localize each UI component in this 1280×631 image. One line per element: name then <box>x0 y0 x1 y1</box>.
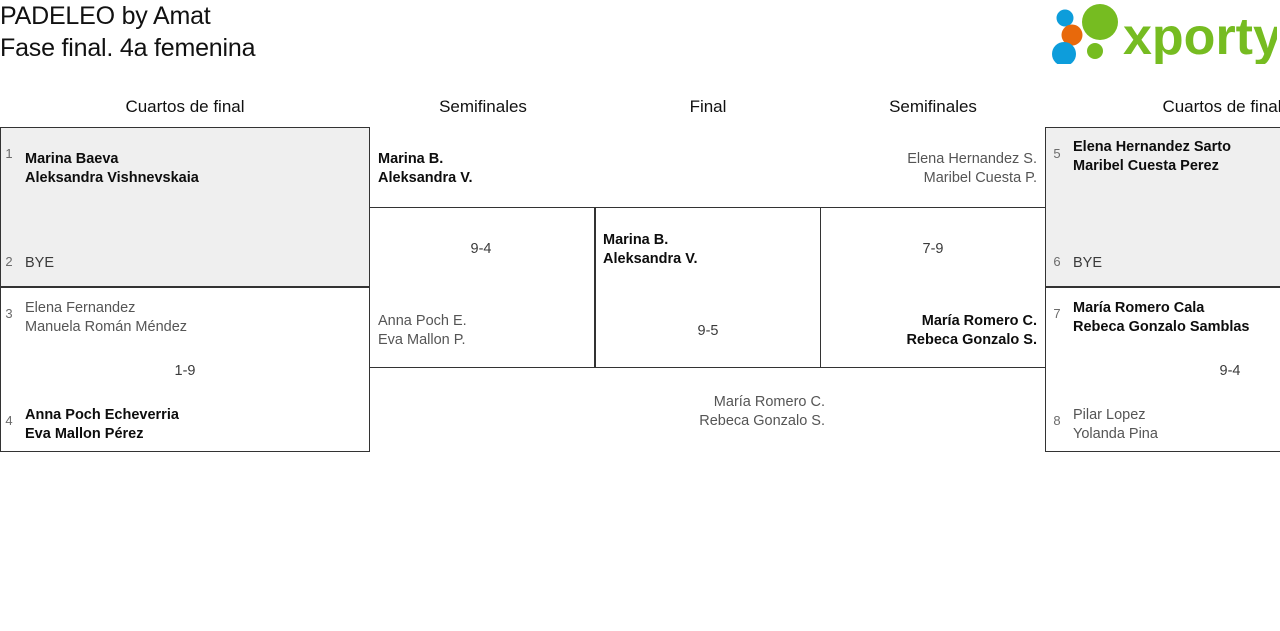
team-qf4-bottom-player2: Yolanda Pina <box>1073 426 1158 442</box>
score-qf2: 1-9 <box>174 363 196 379</box>
score-sf-right: 7-9 <box>922 241 944 257</box>
team-qf2-bottom: Anna Poch Echeverria Eva Mallon Pérez <box>25 406 179 444</box>
seed-number-7: 7 <box>1053 306 1061 321</box>
team-qf3-top: Elena Hernandez Sarto Maribel Cuesta Per… <box>1073 138 1231 176</box>
team-final-top-player1: Marina B. <box>603 232 669 248</box>
logo-wordmark: xporty <box>1123 8 1277 64</box>
team-qf3-bottom: BYE <box>1073 254 1102 273</box>
team-sf-left-top: Marina B. Aleksandra V. <box>378 150 473 188</box>
tournament-name: PADELEO by Amat <box>0 2 211 30</box>
match-box-qf1[interactable] <box>0 127 370 287</box>
logo-dot-green-small <box>1087 43 1103 59</box>
seed-number-3: 3 <box>5 306 13 321</box>
match-box-final[interactable] <box>595 207 821 368</box>
round-header-left-semis: Semifinales <box>439 97 527 116</box>
team-qf2-bottom-player2: Eva Mallon Pérez <box>25 426 144 442</box>
tournament-phase: Fase final. 4a femenina <box>0 34 256 62</box>
team-qf3-top-player2: Maribel Cuesta Perez <box>1073 158 1219 174</box>
team-qf2-top-player2: Manuela Román Méndez <box>25 319 188 335</box>
score-final: 9-5 <box>697 323 719 339</box>
round-header-left-quarters: Cuartos de final <box>125 97 245 116</box>
team-qf4-bottom-player1: Pilar Lopez <box>1073 407 1146 423</box>
team-sf-right-top-player2: Maribel Cuesta P. <box>923 170 1037 186</box>
seed-number-5: 5 <box>1053 146 1061 161</box>
seed-number-8: 8 <box>1053 413 1061 428</box>
team-qf3-top-player1: Elena Hernandez Sarto <box>1073 139 1231 155</box>
score-qf4: 9-4 <box>1219 363 1241 379</box>
team-sf-left-bottom-player1: Anna Poch E. <box>378 313 467 329</box>
logo-dot-blue-small <box>1056 9 1074 27</box>
team-sf-right-bottom-player1: María Romero C. <box>921 313 1037 329</box>
team-qf2-top-player1: Elena Fernandez <box>25 300 136 316</box>
team-sf-right-bottom-player2: Rebeca Gonzalo S. <box>906 332 1037 348</box>
team-sf-right-top: Elena Hernandez S. Maribel Cuesta P. <box>837 150 1037 188</box>
seed-number-4: 4 <box>5 413 13 428</box>
team-qf4-top-player2: Rebeca Gonzalo Samblas <box>1073 319 1250 335</box>
logo-dot-orange <box>1061 24 1083 46</box>
team-final-bottom-player1: María Romero C. <box>713 394 825 410</box>
page-title: PADELEO by Amat Fase final. 4a femenina <box>0 0 700 64</box>
team-qf3-bottom-player1: BYE <box>1073 255 1103 271</box>
team-qf4-top: María Romero Cala Rebeca Gonzalo Samblas <box>1073 299 1249 337</box>
team-qf1-bottom: BYE <box>25 254 54 273</box>
team-qf1-top: Marina Baeva Aleksandra Vishnevskaia <box>25 150 199 188</box>
logo-dot-blue-large <box>1052 42 1076 64</box>
logo-dot-green-large <box>1082 4 1118 40</box>
seed-number-2: 2 <box>5 254 13 269</box>
team-final-bottom-player2: Rebeca Gonzalo S. <box>699 413 825 429</box>
match-box-sf-left[interactable] <box>370 207 595 368</box>
match-box-sf-right[interactable] <box>820 207 1045 368</box>
team-sf-left-top-player1: Marina B. <box>378 151 444 167</box>
team-qf2-top: Elena Fernandez Manuela Román Méndez <box>25 299 187 337</box>
team-qf1-top-player1: Marina Baeva <box>25 151 119 167</box>
team-qf4-top-player1: María Romero Cala <box>1073 300 1205 316</box>
team-final-top-player2: Aleksandra V. <box>603 251 698 267</box>
score-sf-left: 9-4 <box>470 241 492 257</box>
seed-number-6: 6 <box>1053 254 1061 269</box>
match-box-qf3[interactable] <box>1045 127 1280 287</box>
round-header-right-semis: Semifinales <box>889 97 977 116</box>
match-box-qf2[interactable] <box>0 287 370 452</box>
team-sf-left-bottom: Anna Poch E. Eva Mallon P. <box>378 312 467 350</box>
team-qf1-top-player2: Aleksandra Vishnevskaia <box>25 170 199 186</box>
round-header-right-quarters: Cuartos de final <box>1162 97 1280 116</box>
team-sf-left-top-player2: Aleksandra V. <box>378 170 473 186</box>
team-final-top: Marina B. Aleksandra V. <box>603 231 698 269</box>
team-qf1-bottom-player1: BYE <box>25 255 55 271</box>
match-box-qf4[interactable] <box>1045 287 1280 452</box>
xporty-logo[interactable]: xporty <box>1047 2 1277 64</box>
round-header-final: Final <box>689 97 727 116</box>
team-sf-left-bottom-player2: Eva Mallon P. <box>378 332 466 348</box>
team-final-bottom: María Romero C. Rebeca Gonzalo S. <box>625 393 825 431</box>
seed-number-1: 1 <box>5 146 13 161</box>
team-sf-right-bottom: María Romero C. Rebeca Gonzalo S. <box>837 312 1037 350</box>
team-qf4-bottom: Pilar Lopez Yolanda Pina <box>1073 406 1158 444</box>
team-sf-right-top-player1: Elena Hernandez S. <box>907 151 1037 167</box>
team-qf2-bottom-player1: Anna Poch Echeverria <box>25 407 179 423</box>
